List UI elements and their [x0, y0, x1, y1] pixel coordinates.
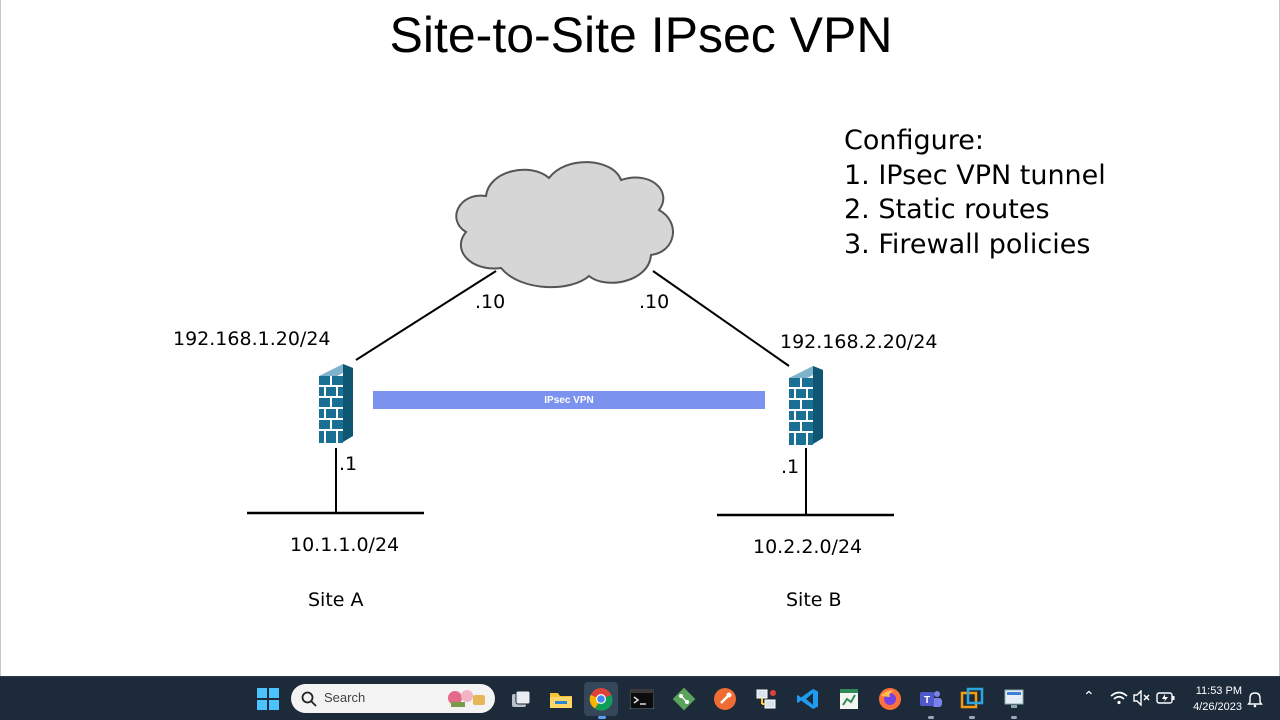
terminal-icon[interactable]: [628, 685, 656, 713]
firewall-b-icon: [789, 366, 823, 445]
configure-item: 2. Static routes: [844, 194, 1050, 225]
chevron-up-icon[interactable]: ⌃: [1083, 689, 1095, 705]
clock-date: 4/26/2023: [1193, 701, 1242, 713]
cloud-a-ip: .10: [475, 291, 506, 313]
network-diagram: IPsec VPN: [247, 161, 894, 517]
task-view-icon[interactable]: [507, 685, 535, 713]
spreadsheet-icon[interactable]: [835, 685, 863, 713]
slide: Site-to-Site IPsec VPN Configure: 1. IPs…: [0, 0, 1280, 676]
notification-icon[interactable]: [1247, 690, 1263, 708]
teams-icon[interactable]: T: [917, 685, 945, 713]
configure-item: 3. Firewall policies: [844, 228, 1091, 260]
wifi-icon[interactable]: [1110, 690, 1128, 706]
wan-link-b: [652, 270, 790, 367]
site-b-gw: .1: [781, 456, 800, 478]
taskbar: Search T: [0, 676, 1280, 720]
running-indicator: [928, 716, 934, 719]
slide-title: Site-to-Site IPsec VPN: [389, 7, 893, 63]
configure-item: 1. IPsec VPN tunnel: [844, 159, 1106, 191]
running-indicator: [969, 716, 975, 719]
cloud-b-ip: .10: [639, 291, 670, 313]
clock[interactable]: 11:53 PM 4/26/2023: [1193, 683, 1242, 715]
site-a-wan-ip: 192.168.1.20/24: [173, 328, 331, 350]
remote-desktop-icon[interactable]: [1000, 685, 1028, 713]
ipsec-tunnel: [373, 391, 765, 409]
site-a-name: Site A: [308, 589, 364, 611]
firewall-a-icon: [319, 364, 353, 443]
running-indicator: [1011, 716, 1017, 719]
tunnel-label: IPsec VPN: [544, 395, 593, 406]
site-b-wan-ip: 192.168.2.20/24: [780, 331, 938, 353]
network-icon[interactable]: [752, 685, 780, 713]
firefox-icon[interactable]: [876, 685, 904, 713]
site-a-lan-net: 10.1.1.0/24: [290, 534, 400, 556]
site-b-name: Site B: [786, 589, 842, 611]
postman-icon[interactable]: [711, 685, 739, 713]
site-a-gw: .1: [339, 453, 358, 475]
taskbar-search[interactable]: Search: [291, 684, 495, 713]
configure-list: Configure: 1. IPsec VPN tunnel 2. Static…: [844, 124, 1106, 262]
internet-cloud-icon: [455, 161, 674, 289]
clock-time: 11:53 PM: [1195, 685, 1242, 697]
search-icon: [301, 691, 317, 707]
vmware-icon[interactable]: [958, 685, 986, 713]
configure-heading: Configure:: [844, 125, 984, 156]
volume-muted-icon[interactable]: [1133, 690, 1151, 706]
git-icon[interactable]: [670, 685, 698, 713]
search-placeholder: Search: [324, 690, 366, 705]
site-b-lan-net: 10.2.2.0/24: [753, 536, 863, 558]
vscode-icon[interactable]: [794, 685, 822, 713]
svg-text:T: T: [924, 695, 930, 706]
chrome-icon[interactable]: [584, 682, 618, 716]
start-icon[interactable]: [254, 685, 282, 713]
running-indicator: [598, 716, 606, 719]
battery-icon[interactable]: [1156, 690, 1176, 706]
wan-link-a: [355, 270, 497, 361]
search-highlight-icon: [448, 690, 485, 707]
file-explorer-icon[interactable]: [547, 685, 575, 713]
